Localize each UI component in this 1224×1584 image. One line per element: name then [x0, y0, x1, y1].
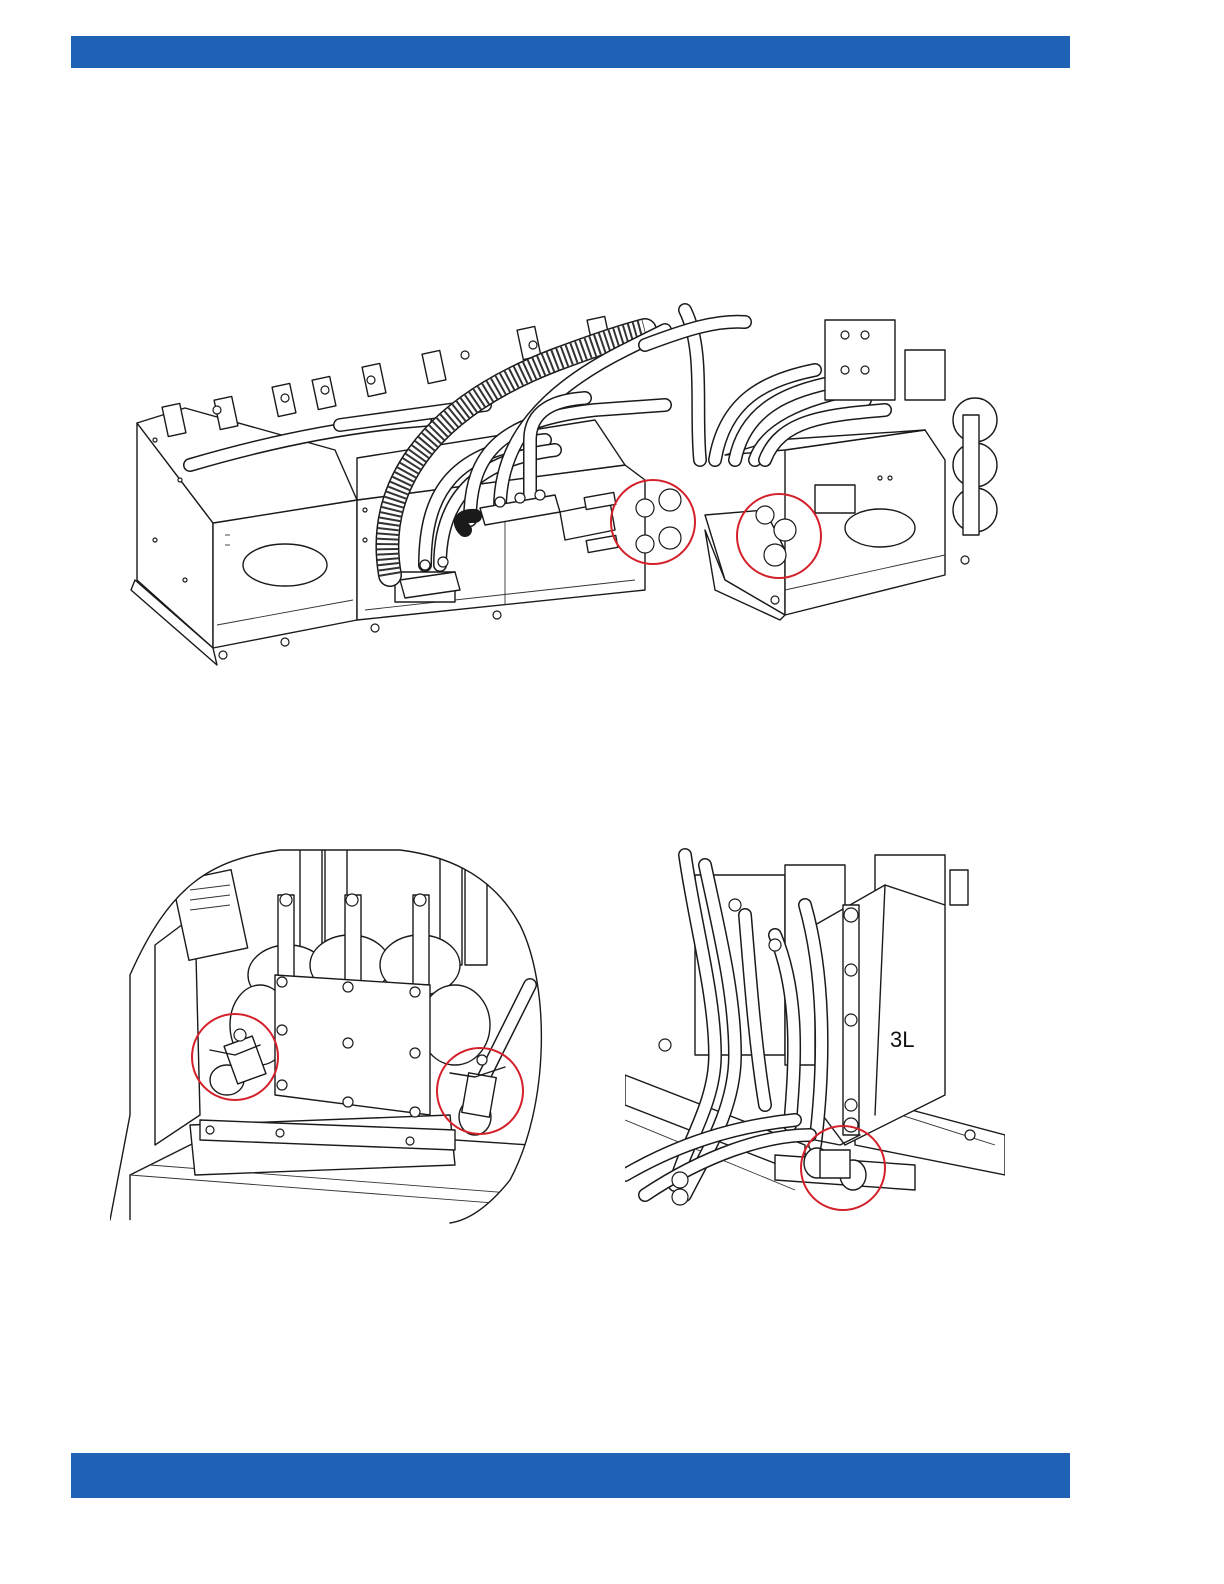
footer-band	[71, 1453, 1070, 1498]
detail-left-figure	[110, 845, 550, 1225]
main-assembly-drawing	[125, 290, 1015, 680]
main-assembly-figure	[125, 290, 1015, 680]
detail-right-drawing: 3L	[625, 845, 1005, 1215]
part-label-3l: 3L	[890, 1027, 914, 1052]
header-band	[71, 36, 1070, 68]
detail-left-drawing	[110, 845, 550, 1225]
detail-right-figure: 3L	[625, 845, 1005, 1215]
